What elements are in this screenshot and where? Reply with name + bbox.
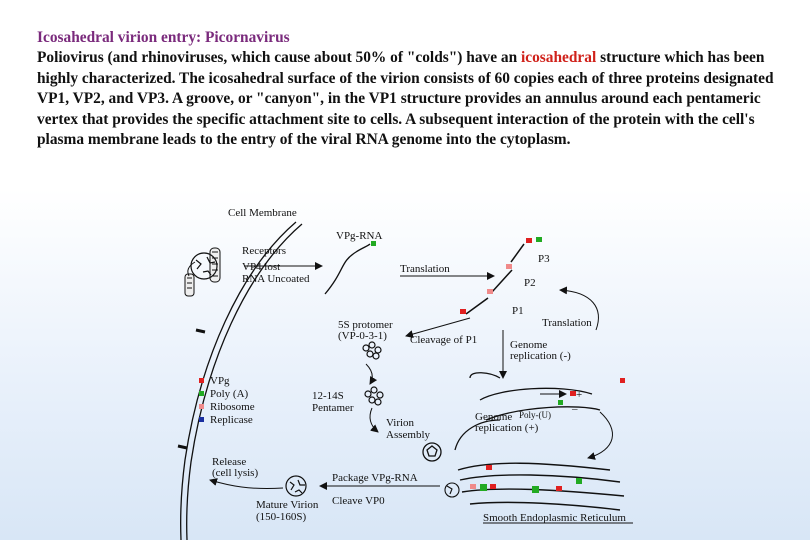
polyprotein-poly-a-marker <box>536 237 542 242</box>
cleavage-arrow <box>405 317 471 338</box>
virion-icon <box>190 252 218 280</box>
pentamer-down-arrow <box>369 407 379 433</box>
polyprotein-ribosome-marker-2 <box>487 289 493 294</box>
label-minus-sign: – <box>571 403 578 415</box>
slide-title: Icosahedral virion entry: Picornavirus <box>37 29 290 46</box>
replication-complex <box>454 372 601 451</box>
label-receptors: Receptors <box>242 245 286 257</box>
vpg-rna-strand <box>324 243 371 295</box>
legend-label-replicase: Replicase <box>210 414 253 426</box>
label-p2: P2 <box>524 277 536 289</box>
label-genome-plus-2: replication (+) <box>475 422 539 434</box>
legend-label-vpg: VPg <box>210 375 230 387</box>
body-highlight: icosahedral <box>521 49 597 67</box>
membrane-ticks <box>177 328 206 450</box>
label-rna-uncoated: RNA Uncoated <box>242 273 310 285</box>
label-mature-2: (150-160S) <box>256 511 306 523</box>
er-poly-a-marker-2 <box>532 486 539 493</box>
minus-strand-poly-a-marker <box>558 400 563 405</box>
body-text-end: structure which has been highly characte… <box>37 49 774 149</box>
er-vpg-marker-3 <box>556 486 562 491</box>
vpg-rna-poly-a-marker <box>371 241 376 246</box>
pentamer-icon <box>364 386 384 406</box>
er-strand-markers <box>470 465 582 493</box>
label-release-2: (cell lysis) <box>212 467 258 479</box>
procapsid-icon <box>422 442 442 462</box>
legend-swatch-replicase <box>199 417 204 422</box>
label-translation-right: Translation <box>542 317 592 329</box>
label-p1: P1 <box>512 305 524 317</box>
label-cleavage: Cleavage of P1 <box>410 334 477 346</box>
label-translation-top: Translation <box>400 263 450 275</box>
label-assembly-1: Virion <box>386 417 415 429</box>
label-protomer-2: (VP-0-3-1) <box>338 330 387 342</box>
polyprotein-vpg-marker <box>526 238 532 243</box>
legend: VPg Poly (A) Ribosome Replicase <box>199 375 255 426</box>
cycle-return-arrow <box>587 411 613 460</box>
label-vp4-lost: VP4 lost <box>242 261 280 273</box>
er-vpg-marker-1 <box>486 465 492 470</box>
label-protomer-1: 5S protomer <box>338 319 393 331</box>
label-package: Package VPg-RNA <box>332 472 418 484</box>
label-release-1: Release <box>212 456 246 468</box>
label-p3: P3 <box>538 253 550 265</box>
protomer-down-arrow <box>365 363 378 385</box>
legend-label-poly-a: Poly (A) <box>210 388 249 400</box>
legend-swatch-vpg <box>199 378 204 383</box>
plus-strand-vpg-marker <box>570 391 576 396</box>
slide-text: Icosahedral virion entry: Picornavirus P… <box>37 28 797 150</box>
body-text-start: Poliovirus (and rhinoviruses, which caus… <box>37 49 521 67</box>
label-poly-u: Poly-(U) <box>519 410 551 420</box>
label-vpg-rna: VPg-RNA <box>336 230 383 242</box>
mature-virion-icon <box>285 475 307 497</box>
label-cleave-vp0: Cleave VP0 <box>332 495 385 507</box>
er-vpg-marker-2 <box>490 484 496 489</box>
polyprotein-strand <box>465 243 525 315</box>
polyprotein-ribosome-marker-1 <box>506 264 512 269</box>
label-assembly-2: Assembly <box>386 429 431 441</box>
polyprotein-vpg-marker-2 <box>460 309 466 314</box>
label-pentamer-2: Pentamer <box>312 402 354 414</box>
receptor-bracket <box>187 261 196 277</box>
label-er: Smooth Endoplasmic Reticulum <box>483 512 626 524</box>
release-arrow <box>209 478 284 489</box>
legend-label-ribosome: Ribosome <box>210 401 255 413</box>
protomer-cluster <box>362 341 382 360</box>
cell-membrane <box>179 221 303 540</box>
legend-swatch-ribosome <box>199 404 204 409</box>
label-cell-membrane: Cell Membrane <box>228 207 297 219</box>
er-poly-a-marker-3 <box>576 478 582 484</box>
label-genome-plus-1: Genome <box>475 411 512 423</box>
legend-swatch-poly-a <box>199 391 204 396</box>
label-plus-sign: + <box>576 389 582 401</box>
slide-body: Poliovirus (and rhinoviruses, which caus… <box>37 48 797 150</box>
label-pentamer-1: 12-14S <box>312 390 344 402</box>
er-poly-a-marker-1 <box>480 484 487 491</box>
er-ribosome-marker <box>470 484 476 489</box>
cytoplasm-vpg-marker <box>620 378 625 383</box>
receptors <box>184 247 221 297</box>
label-genome-minus-2: replication (-) <box>510 350 571 362</box>
label-mature-1: Mature Virion <box>256 499 319 511</box>
translation-return-arrow <box>559 286 599 331</box>
er-ribosome-cluster <box>444 482 460 498</box>
label-genome-minus-1: Genome <box>510 339 547 351</box>
